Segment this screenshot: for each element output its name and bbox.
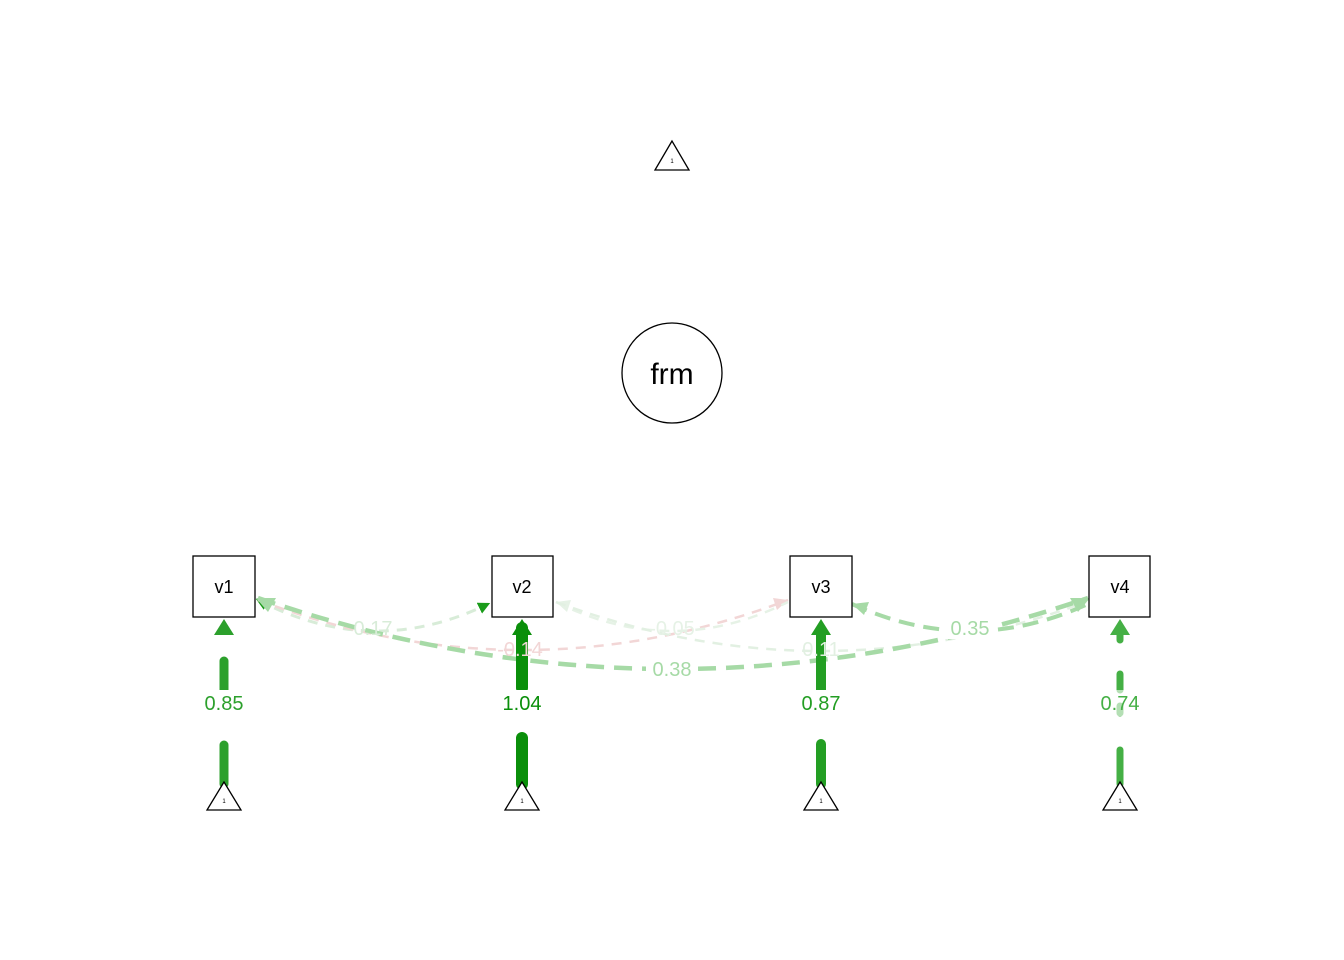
intercept-labels: 0.85 1.04 0.87 0.74 bbox=[196, 690, 1144, 716]
cov-label-v3-v4: 0.35 bbox=[951, 618, 990, 640]
manifest-box-v2 bbox=[491, 555, 554, 618]
cov-v1-v4-arrowhead-start bbox=[256, 598, 276, 612]
intercept-arrowhead-v2 bbox=[512, 619, 532, 635]
intercept-arrowhead-v3 bbox=[811, 619, 831, 635]
intercept-triangle-v3 bbox=[802, 780, 840, 811]
cov-label-v1-v2: 0.17 bbox=[354, 618, 393, 640]
cov-v1-v3-arrowhead bbox=[773, 598, 788, 610]
latent-intercept-symbol: 1 bbox=[670, 159, 674, 165]
cov-v3-v4-arrowhead bbox=[852, 602, 869, 615]
intercept-path-v2: 1 bbox=[503, 619, 541, 811]
intercept-symbol-v3: 1 bbox=[819, 799, 823, 805]
manifest-box-v3 bbox=[789, 555, 853, 618]
intercept-triangle-v4 bbox=[1101, 780, 1139, 811]
manifest-node-v3: v3 bbox=[789, 555, 853, 618]
manifest-node-v1: v1 bbox=[192, 555, 256, 618]
cov-v3-v4 bbox=[851, 602, 1089, 633]
intercept-label-v3: 0.87 bbox=[802, 693, 841, 715]
intercept-triangle-v2 bbox=[503, 780, 541, 811]
latent-node-frm: frm bbox=[621, 322, 723, 424]
intercept-symbol-v1: 1 bbox=[222, 799, 226, 805]
cov-label-v1-v4: 0.38 bbox=[653, 659, 692, 681]
intercept-label-v1: 0.85 bbox=[205, 693, 244, 715]
manifest-node-v4: v4 bbox=[1088, 555, 1151, 618]
intercept-arrowhead-v1 bbox=[214, 619, 234, 635]
manifest-label-v4: v4 bbox=[1110, 577, 1129, 597]
intercept-label-v2: 1.04 bbox=[503, 693, 542, 715]
intercept-triangle-v1 bbox=[205, 780, 243, 811]
intercept-path-v1: 1 bbox=[205, 619, 243, 811]
latent-label: frm bbox=[650, 358, 693, 391]
manifest-label-v3: v3 bbox=[811, 577, 830, 597]
cov-label-v2-v3: -0.05 bbox=[649, 618, 695, 640]
latent-intercept: 1 bbox=[653, 139, 691, 171]
latent-intercept-triangle bbox=[653, 139, 691, 171]
cov-v1-v4-arrowhead-end bbox=[1070, 598, 1090, 612]
covariance-labels: 0.17 -0.14 -0.05 0.11 0.38 0.35 bbox=[354, 617, 996, 681]
manifest-node-v2: v2 bbox=[491, 555, 554, 618]
manifest-label-v1: v1 bbox=[214, 577, 233, 597]
intercept-arrowhead-v4 bbox=[1110, 619, 1130, 635]
intercept-path-v3: 1 bbox=[802, 619, 840, 811]
cov-label-v2-v4: 0.11 bbox=[802, 639, 839, 661]
intercept-symbol-v4: 1 bbox=[1118, 799, 1122, 805]
intercept-label-v4: 0.74 bbox=[1101, 693, 1140, 715]
intercept-symbol-v2: 1 bbox=[520, 799, 524, 805]
manifest-box-v1 bbox=[192, 555, 256, 618]
latent-circle bbox=[621, 322, 723, 424]
manifest-box-v4 bbox=[1088, 555, 1151, 618]
manifest-label-v2: v2 bbox=[512, 577, 531, 597]
cov-label-v1-v3: -0.14 bbox=[497, 639, 543, 661]
